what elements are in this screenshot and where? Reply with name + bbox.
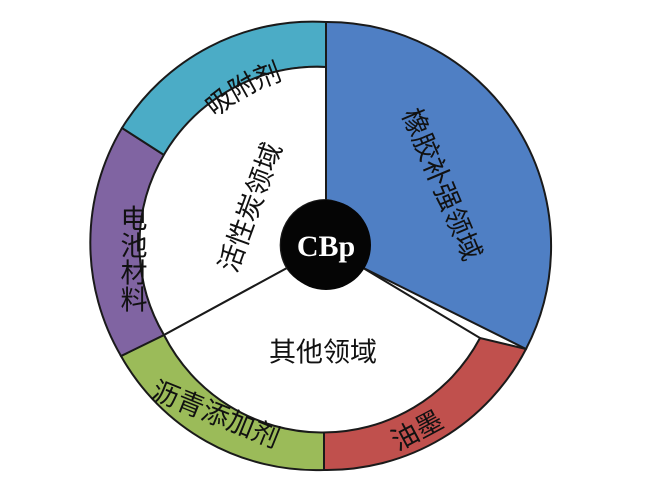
- label-other: 其他领域: [269, 338, 377, 369]
- inner-sector-activated-carbon: [138, 65, 327, 337]
- label-battery: 电池材料: [116, 204, 148, 312]
- center-hub: [281, 200, 371, 290]
- center-label: CBp: [297, 230, 355, 263]
